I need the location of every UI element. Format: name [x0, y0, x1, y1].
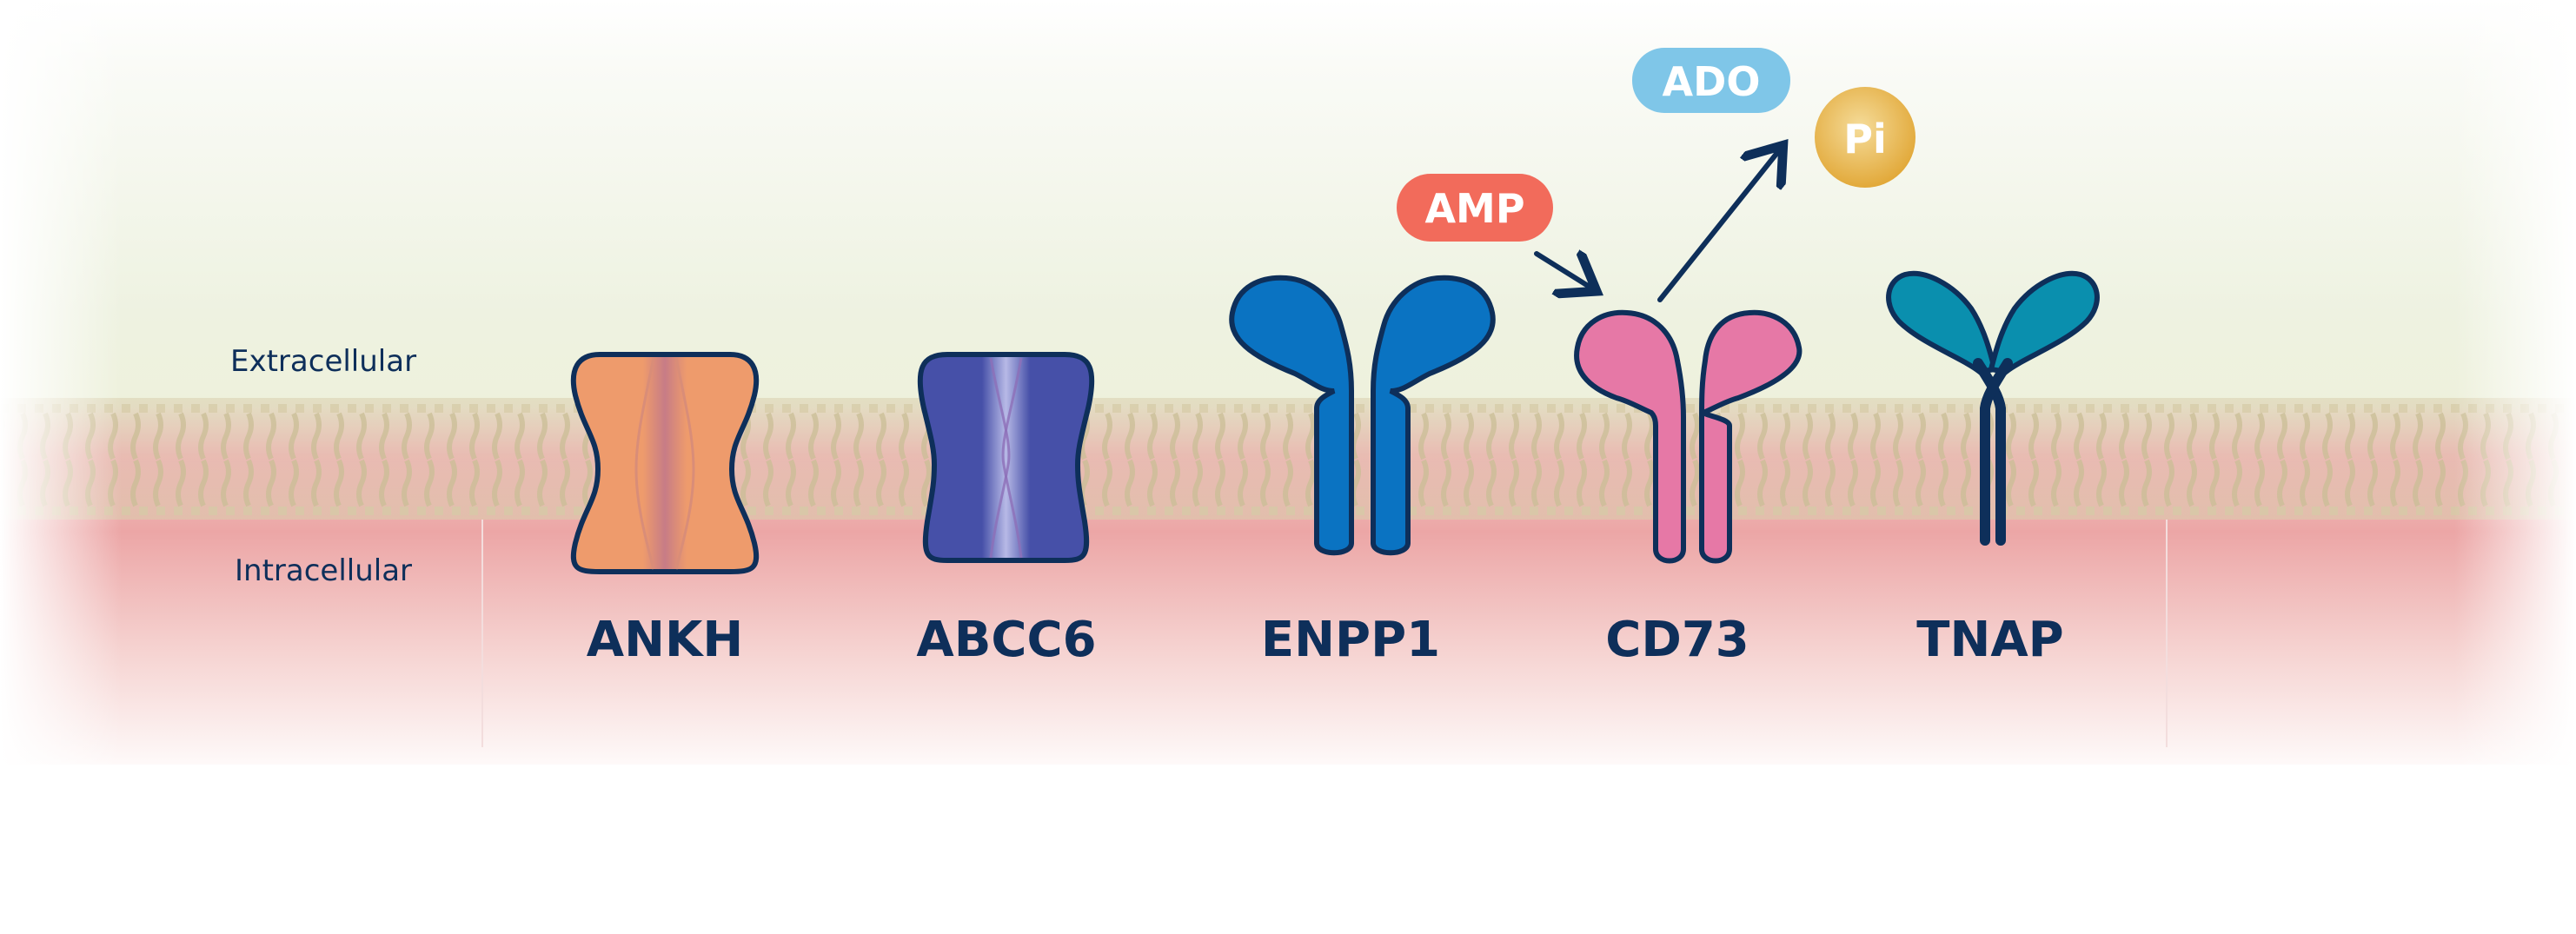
abcc6-transporter-icon	[917, 352, 1095, 563]
amp-label: AMP	[1424, 185, 1524, 232]
cd73-to-ado-arrow-icon	[1657, 149, 1780, 302]
tnap-receptor-icon	[1886, 270, 2100, 546]
tnap-label: TNAP	[1916, 612, 2063, 668]
pi-molecule: Pi	[1815, 87, 1915, 188]
enpp1-receptor-icon	[1229, 275, 1496, 556]
abcc6-label: ABCC6	[916, 612, 1096, 668]
ado-label: ADO	[1663, 58, 1761, 105]
extracellular-label: Extracellular	[230, 344, 416, 379]
background	[0, 0, 2576, 782]
ankh-channel-icon	[570, 352, 760, 574]
cd73-receptor-icon	[1574, 309, 1803, 564]
amp-molecule: AMP	[1397, 174, 1553, 242]
cell-membrane	[0, 398, 2576, 520]
ado-molecule: ADO	[1632, 48, 1790, 113]
amp-to-cd73-arrow-icon	[1534, 254, 1592, 288]
enpp1-label: ENPP1	[1261, 612, 1440, 668]
ankh-label: ANKH	[587, 612, 743, 668]
pi-label: Pi	[1843, 116, 1886, 162]
intracellular-label: Intracellular	[235, 553, 412, 588]
cd73-label: CD73	[1605, 612, 1749, 668]
